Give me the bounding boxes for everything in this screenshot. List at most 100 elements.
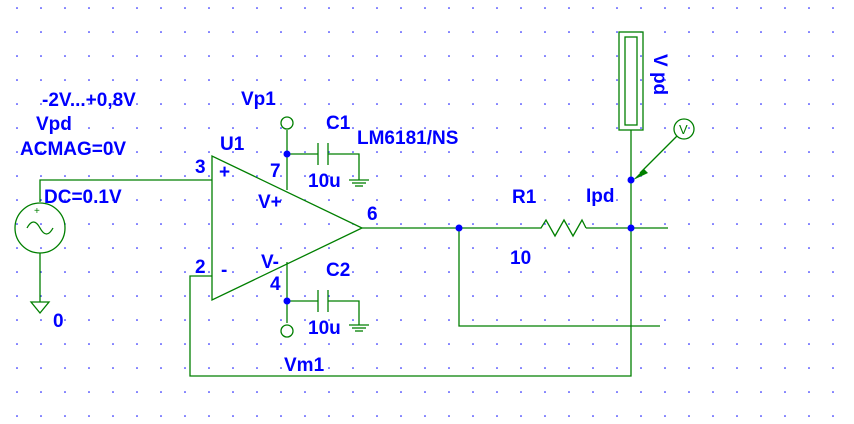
grid-dot xyxy=(64,127,66,129)
grid-dot xyxy=(688,199,690,201)
grid-dot xyxy=(712,79,714,81)
grid-dot xyxy=(136,415,138,417)
grid-dot xyxy=(328,319,330,321)
grid-dot xyxy=(112,175,114,177)
grid-dot xyxy=(640,7,642,9)
grid-dot xyxy=(664,319,666,321)
grid-dot xyxy=(616,319,618,321)
opamp-minus-sign: - xyxy=(221,260,227,281)
grid-dot xyxy=(256,343,258,345)
opamp-plus-sign: + xyxy=(219,162,230,183)
grid-dot xyxy=(328,55,330,57)
grid-dot xyxy=(136,127,138,129)
grid-dot xyxy=(16,127,18,129)
grid-dot xyxy=(352,247,354,249)
vm1-pin[interactable] xyxy=(280,324,294,338)
grid-dot xyxy=(352,79,354,81)
grid-dot xyxy=(16,271,18,273)
grid-dot xyxy=(520,7,522,9)
grid-dot xyxy=(688,79,690,81)
grid-dot xyxy=(400,415,402,417)
grid-dot xyxy=(448,55,450,57)
probe-marker[interactable] xyxy=(618,31,695,180)
grid-dot xyxy=(88,199,90,201)
grid-dot xyxy=(664,343,666,345)
grid-dot xyxy=(328,367,330,369)
voltage-source-vpd[interactable]: + xyxy=(14,202,66,315)
grid-dot xyxy=(208,319,210,321)
grid-dot xyxy=(544,127,546,129)
grid-dot xyxy=(448,127,450,129)
grid-dot xyxy=(232,103,234,105)
grid-dot xyxy=(64,415,66,417)
grid-dot xyxy=(16,415,18,417)
grid-dot xyxy=(760,319,762,321)
grid-dot xyxy=(784,79,786,81)
grid-dot xyxy=(232,343,234,345)
grid-dot xyxy=(328,7,330,9)
pin-minus-number: 2 xyxy=(195,257,206,278)
grid-dot xyxy=(424,151,426,153)
grid-dot xyxy=(376,271,378,273)
grid-dot xyxy=(352,175,354,177)
grid-dot xyxy=(736,199,738,201)
grid-dot xyxy=(712,295,714,297)
grid-dot xyxy=(760,391,762,393)
grid-dot xyxy=(232,319,234,321)
grid-dot xyxy=(88,7,90,9)
capacitor-c1[interactable] xyxy=(317,143,369,187)
grid-dot xyxy=(232,415,234,417)
grid-dot xyxy=(496,127,498,129)
grid-dot xyxy=(784,247,786,249)
grid-dot xyxy=(592,103,594,105)
grid-dot xyxy=(640,127,642,129)
resistor-r1[interactable] xyxy=(532,218,587,238)
grid-dot xyxy=(232,391,234,393)
grid-dot xyxy=(256,223,258,225)
grid-dot xyxy=(496,55,498,57)
grid-dot xyxy=(136,31,138,33)
grid-dot xyxy=(640,199,642,201)
grid-dot xyxy=(616,199,618,201)
grid-dot xyxy=(16,55,18,57)
grid-dot xyxy=(400,319,402,321)
grid-dot xyxy=(712,391,714,393)
grid-dot xyxy=(304,31,306,33)
grid-dot xyxy=(64,343,66,345)
grid-dot xyxy=(640,55,642,57)
grid-dot xyxy=(184,343,186,345)
grid-dot xyxy=(520,127,522,129)
grid-dot xyxy=(160,31,162,33)
grid-dot xyxy=(496,415,498,417)
grid-dot xyxy=(520,247,522,249)
opamp-u1[interactable] xyxy=(211,154,364,302)
grid-dot xyxy=(712,31,714,33)
grid-dot xyxy=(88,343,90,345)
grid-dot xyxy=(256,175,258,177)
grid-dot xyxy=(808,199,810,201)
grid-dot xyxy=(472,103,474,105)
grid-dot xyxy=(376,367,378,369)
grid-dot xyxy=(616,7,618,9)
vp1-pin[interactable] xyxy=(280,116,294,130)
grid-dot xyxy=(760,199,762,201)
grid-dot xyxy=(784,55,786,57)
grid-dot xyxy=(136,343,138,345)
capacitor-c2[interactable] xyxy=(317,290,369,332)
grid-dot xyxy=(832,223,834,225)
grid-dot xyxy=(832,319,834,321)
grid-dot xyxy=(808,295,810,297)
grid-dot xyxy=(568,103,570,105)
grid-dot xyxy=(808,151,810,153)
grid-dot xyxy=(496,79,498,81)
grid-dot xyxy=(616,247,618,249)
grid-dot xyxy=(208,295,210,297)
grid-dot xyxy=(568,31,570,33)
grid-dot xyxy=(544,223,546,225)
grid-dot xyxy=(544,271,546,273)
grid-dot xyxy=(256,127,258,129)
grid-dot xyxy=(472,391,474,393)
c2-ref-label: C2 xyxy=(326,260,350,281)
grid-dot xyxy=(424,367,426,369)
